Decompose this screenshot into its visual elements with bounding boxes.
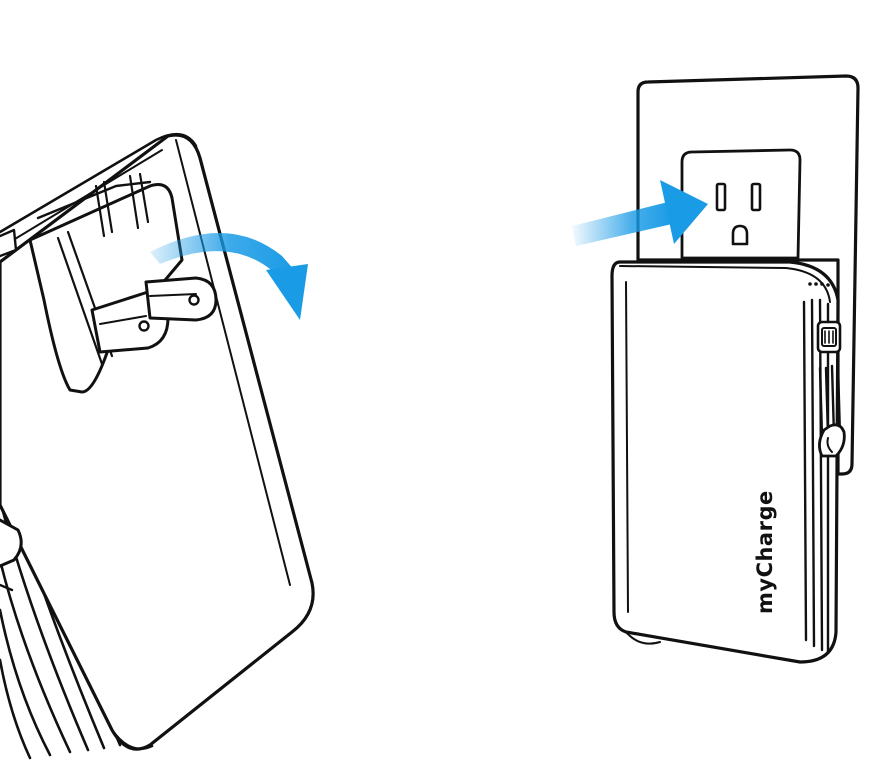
brand-logo: myCharge [753, 490, 777, 614]
battery-led-indicator [808, 282, 830, 287]
cable-clip [0, 518, 23, 568]
prong-hole-icon [138, 320, 150, 332]
outlet-slot-icon [750, 182, 762, 212]
usb-port [0, 228, 18, 258]
wall-outlet [680, 148, 802, 260]
power-bank-side-layers [802, 298, 830, 654]
left-panel-unfold-prongs [0, 132, 315, 760]
cable-clip [818, 423, 846, 458]
insert-arrow-icon [572, 180, 708, 246]
prong-recess [28, 183, 184, 394]
plug-prong-upper [144, 276, 218, 322]
usb-port [816, 320, 842, 354]
rotate-arrow-icon [150, 232, 308, 320]
right-panel-plug-in [610, 74, 860, 664]
power-bank-body [610, 260, 840, 664]
outlet-slot-icon [715, 182, 727, 212]
prong-hole-icon [188, 294, 200, 306]
outlet-ground-icon [731, 224, 749, 246]
